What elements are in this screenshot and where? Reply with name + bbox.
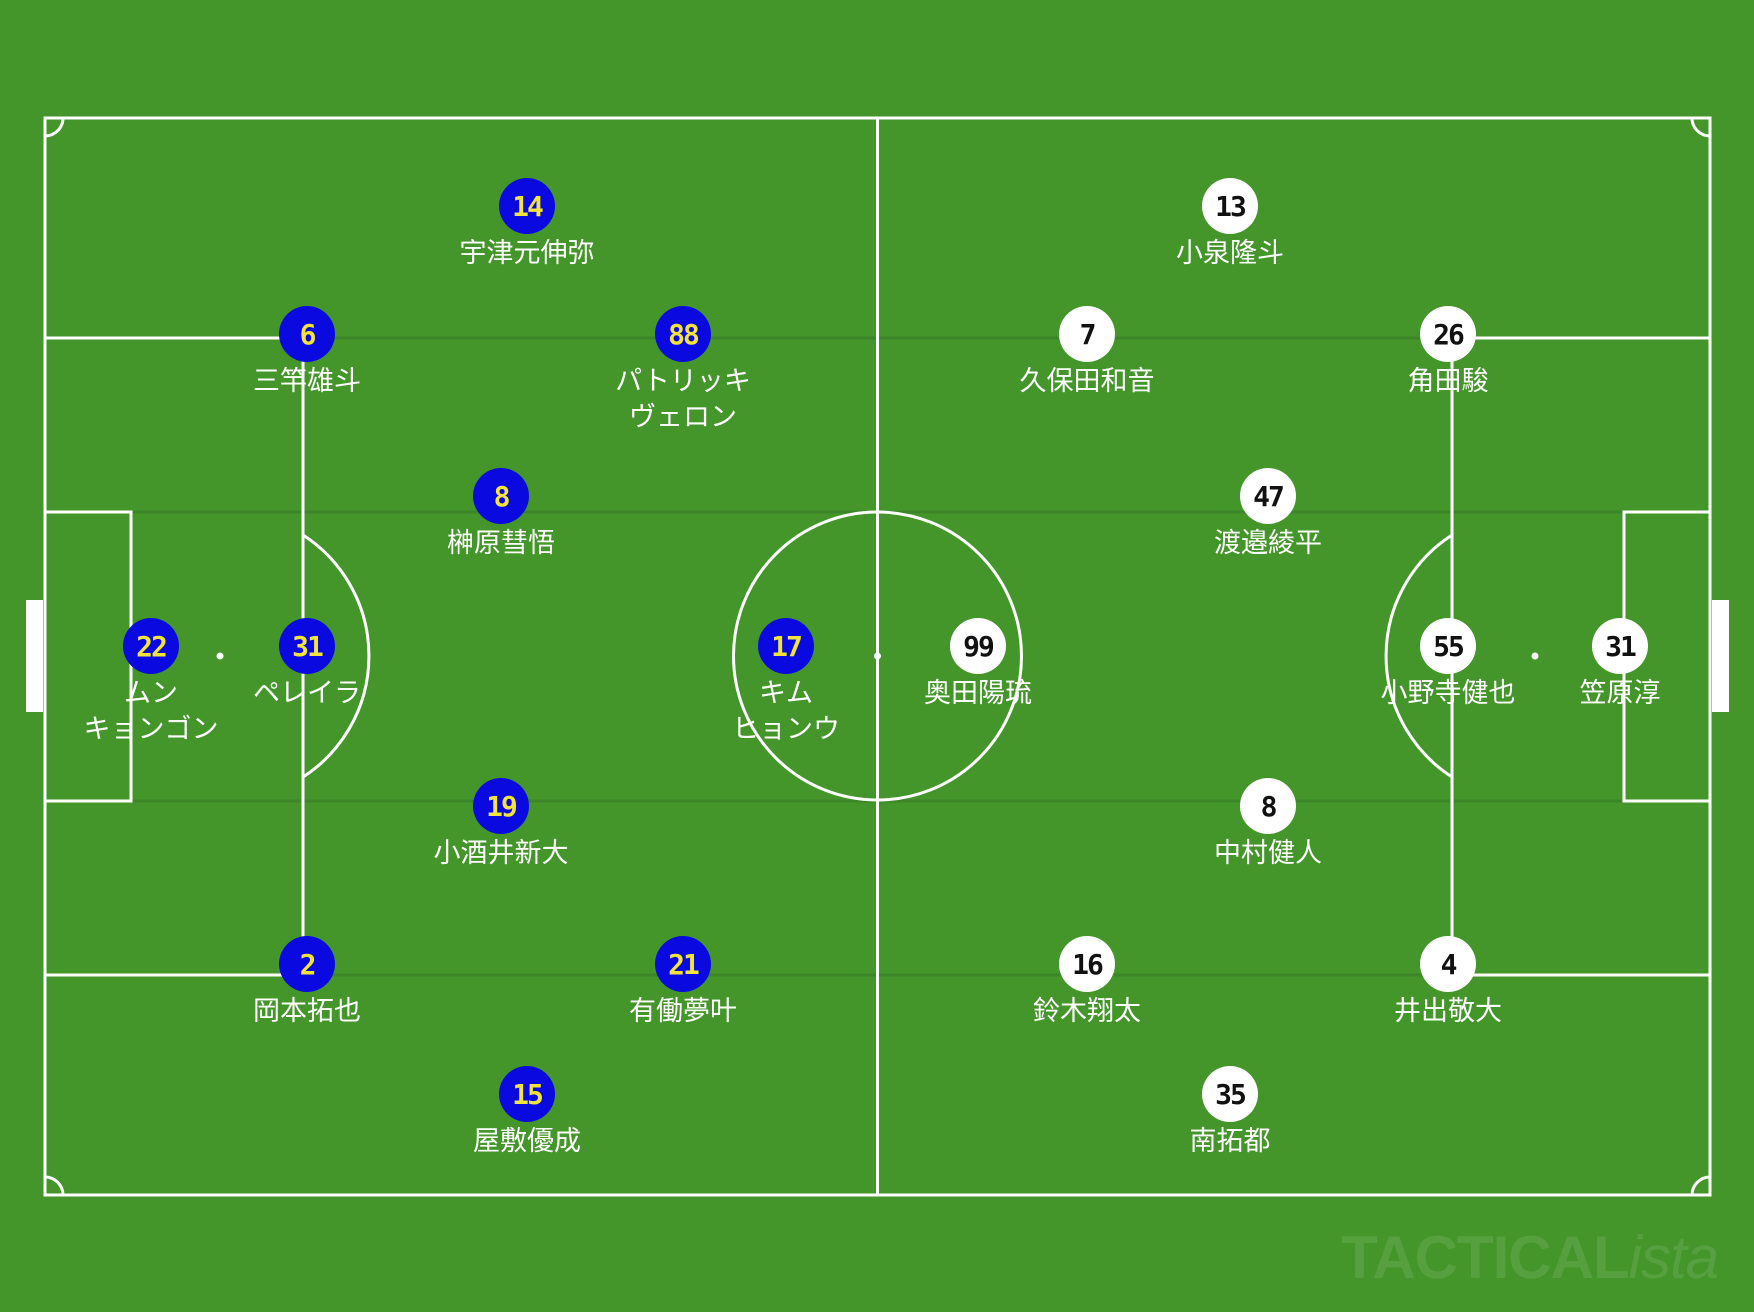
home-player-2[interactable]: 2 岡本拓也: [187, 936, 427, 1030]
home-player-number: 17: [758, 618, 814, 674]
away-player-name: 久保田和音: [1019, 366, 1155, 397]
away-player-number: 47: [1240, 468, 1296, 524]
away-player-55[interactable]: 55 小野寺健也: [1328, 618, 1568, 712]
home-player-31[interactable]: 31 ペレイラ: [187, 618, 427, 712]
away-player-number: 7: [1059, 306, 1115, 362]
away-player-name: 中村健人: [1214, 838, 1322, 869]
center-spot: [874, 652, 881, 660]
away-player-number: 4: [1420, 936, 1476, 992]
away-player-name: 角田駿: [1407, 366, 1489, 397]
home-player-name: 榊原彗悟: [447, 528, 555, 559]
away-player-number: 35: [1202, 1066, 1258, 1122]
away-player-4[interactable]: 4 井出敬大: [1328, 936, 1568, 1030]
home-player-88[interactable]: 88 パトリッキ ヴェロン: [563, 306, 803, 436]
away-player-number: 99: [950, 618, 1006, 674]
away-player-name: 笠原淳: [1579, 678, 1661, 709]
home-player-17[interactable]: 17 キム ヒョンウ: [666, 618, 906, 748]
home-player-name: ムン キョンゴン: [83, 678, 219, 745]
corner-arc-bottom-right: [1690, 1175, 1711, 1196]
home-player-name: キム ヒョンウ: [732, 678, 840, 745]
home-player-22[interactable]: 22 ムン キョンゴン: [31, 618, 271, 748]
corner-arc-top-left: [44, 117, 65, 138]
away-player-name: 小野寺健也: [1380, 678, 1516, 709]
away-player-8[interactable]: 8 中村健人: [1148, 778, 1388, 872]
home-player-number: 2: [279, 936, 335, 992]
away-player-16[interactable]: 16 鈴木翔太: [967, 936, 1207, 1030]
away-player-7[interactable]: 7 久保田和音: [967, 306, 1207, 400]
home-player-number: 88: [655, 306, 711, 362]
right-goal: [1712, 600, 1729, 712]
home-player-name: ペレイラ: [253, 678, 361, 709]
home-player-21[interactable]: 21 有働夢叶: [563, 936, 803, 1030]
away-player-name: 渡邉綾平: [1214, 528, 1322, 559]
watermark-suffix: ista: [1628, 1224, 1719, 1291]
home-player-14[interactable]: 14 宇津元伸弥: [407, 178, 647, 272]
watermark-main: TACTICAL: [1341, 1224, 1629, 1291]
home-player-number: 22: [123, 618, 179, 674]
home-player-number: 8: [473, 468, 529, 524]
home-player-number: 19: [473, 778, 529, 834]
away-player-35[interactable]: 35 南拓都: [1110, 1066, 1350, 1160]
home-player-6[interactable]: 6 三竿雄斗: [187, 306, 427, 400]
home-player-19[interactable]: 19 小酒井新大: [381, 778, 621, 872]
away-player-name: 井出敬大: [1394, 996, 1502, 1027]
home-player-name: パトリッキ ヴェロン: [615, 366, 751, 433]
corner-arc-top-right: [1690, 117, 1711, 138]
away-player-name: 奥田陽琉: [924, 678, 1032, 709]
home-player-number: 21: [655, 936, 711, 992]
home-player-number: 31: [279, 618, 335, 674]
away-player-99[interactable]: 99 奥田陽琉: [858, 618, 1098, 712]
away-player-name: 小泉隆斗: [1176, 238, 1284, 269]
away-player-number: 55: [1420, 618, 1476, 674]
home-player-15[interactable]: 15 屋敷優成: [407, 1066, 647, 1160]
away-player-number: 8: [1240, 778, 1296, 834]
home-player-name: 有働夢叶: [629, 996, 737, 1027]
home-player-number: 15: [499, 1066, 555, 1122]
home-player-name: 小酒井新大: [433, 838, 569, 869]
center-circle: [732, 510, 1023, 802]
away-player-number: 31: [1592, 618, 1648, 674]
away-player-name: 鈴木翔太: [1033, 996, 1141, 1027]
away-player-31[interactable]: 31 笠原淳: [1500, 618, 1740, 712]
left-penalty-arc: [302, 533, 371, 779]
away-player-13[interactable]: 13 小泉隆斗: [1110, 178, 1350, 272]
right-penalty-spot: [1531, 652, 1539, 660]
away-player-47[interactable]: 47 渡邉綾平: [1148, 468, 1388, 562]
home-player-name: 屋敷優成: [473, 1126, 581, 1157]
home-player-name: 岡本拓也: [253, 996, 361, 1027]
away-player-name: 南拓都: [1189, 1126, 1271, 1157]
home-player-name: 三竿雄斗: [253, 366, 361, 397]
away-player-number: 16: [1059, 936, 1115, 992]
away-player-number: 13: [1202, 178, 1258, 234]
left-goal: [26, 600, 43, 712]
tacticalista-watermark: TACTICALista: [1341, 1223, 1719, 1292]
home-player-name: 宇津元伸弥: [459, 238, 595, 269]
away-player-26[interactable]: 26 角田駿: [1328, 306, 1568, 400]
home-player-8[interactable]: 8 榊原彗悟: [381, 468, 621, 562]
corner-arc-bottom-left: [44, 1175, 65, 1196]
right-penalty-arc: [1384, 533, 1453, 779]
away-player-number: 26: [1420, 306, 1476, 362]
home-player-number: 6: [279, 306, 335, 362]
home-player-number: 14: [499, 178, 555, 234]
left-penalty-spot: [216, 652, 224, 660]
